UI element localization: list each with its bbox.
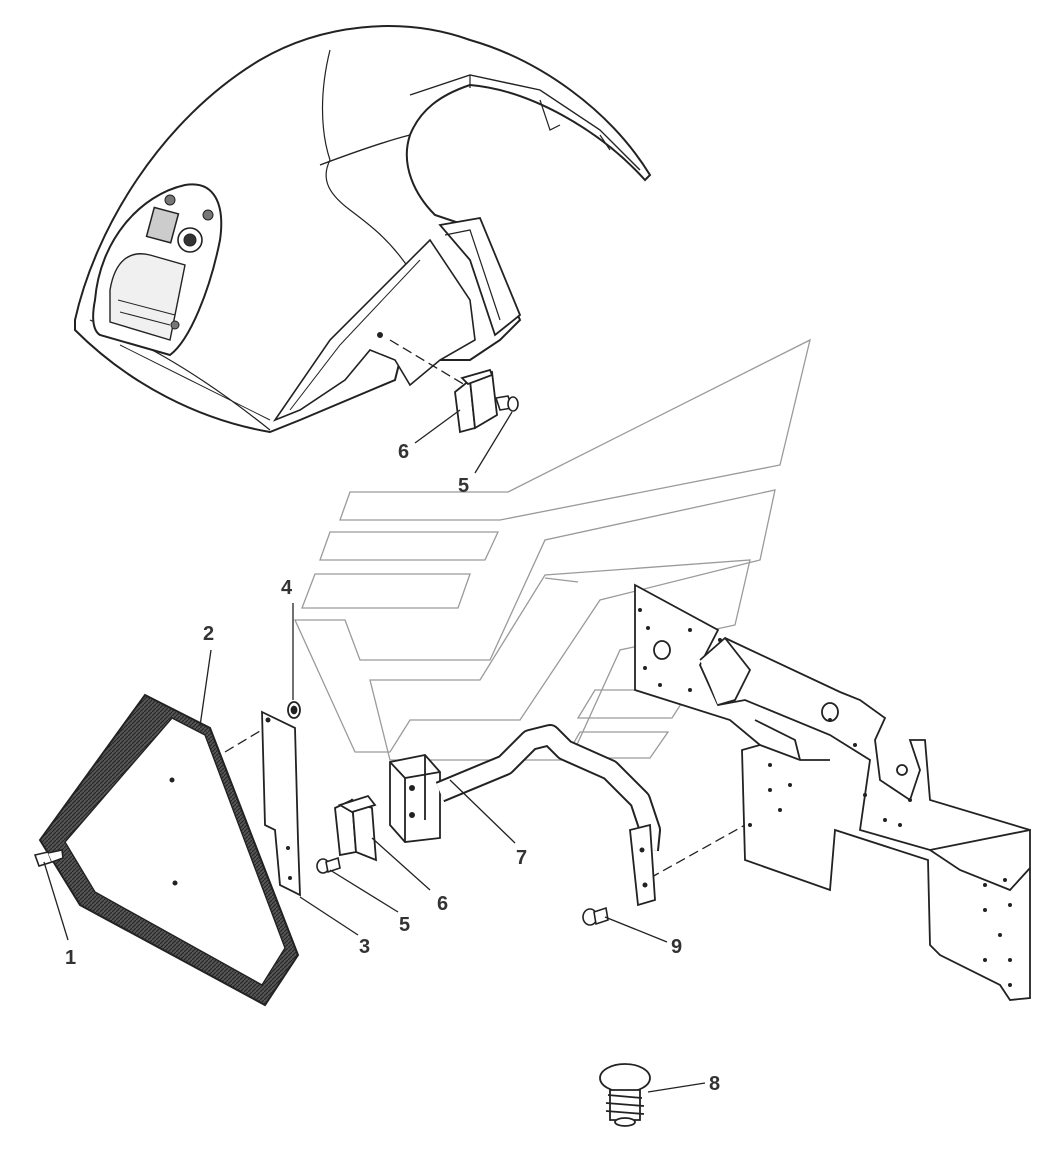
callout-2: 2 <box>203 623 214 645</box>
part-6-lower-clip <box>334 794 378 862</box>
fender <box>74 25 652 434</box>
callout-4: 4 <box>281 577 293 599</box>
part-4-nut <box>287 701 301 719</box>
part-5-upper-bolt <box>494 395 519 412</box>
mounting-plate <box>634 583 1031 1001</box>
callout-8: 8 <box>709 1073 720 1095</box>
part-7-tube-bracket <box>389 724 661 907</box>
callout-5-lower: 5 <box>399 914 410 936</box>
part-9-bolt <box>582 906 609 926</box>
part-8-push-rivet <box>599 1063 651 1127</box>
part-3-bracket <box>261 710 301 897</box>
part-6-upper-clip <box>454 368 498 434</box>
callout-3: 3 <box>359 936 370 958</box>
callout-labels: 6 5 4 2 1 3 5 6 7 9 8 <box>65 441 720 1095</box>
part-5-lower-bolt <box>316 856 341 874</box>
part-2-reflector <box>38 693 300 1007</box>
callout-6-lower: 6 <box>437 893 448 915</box>
callout-1: 1 <box>65 947 76 969</box>
callout-5-upper: 5 <box>458 475 469 497</box>
part-1-screw <box>33 849 64 867</box>
leader-lines <box>43 409 706 1093</box>
callout-7: 7 <box>516 847 527 869</box>
callout-9: 9 <box>671 936 682 958</box>
callout-6-upper: 6 <box>398 441 409 463</box>
